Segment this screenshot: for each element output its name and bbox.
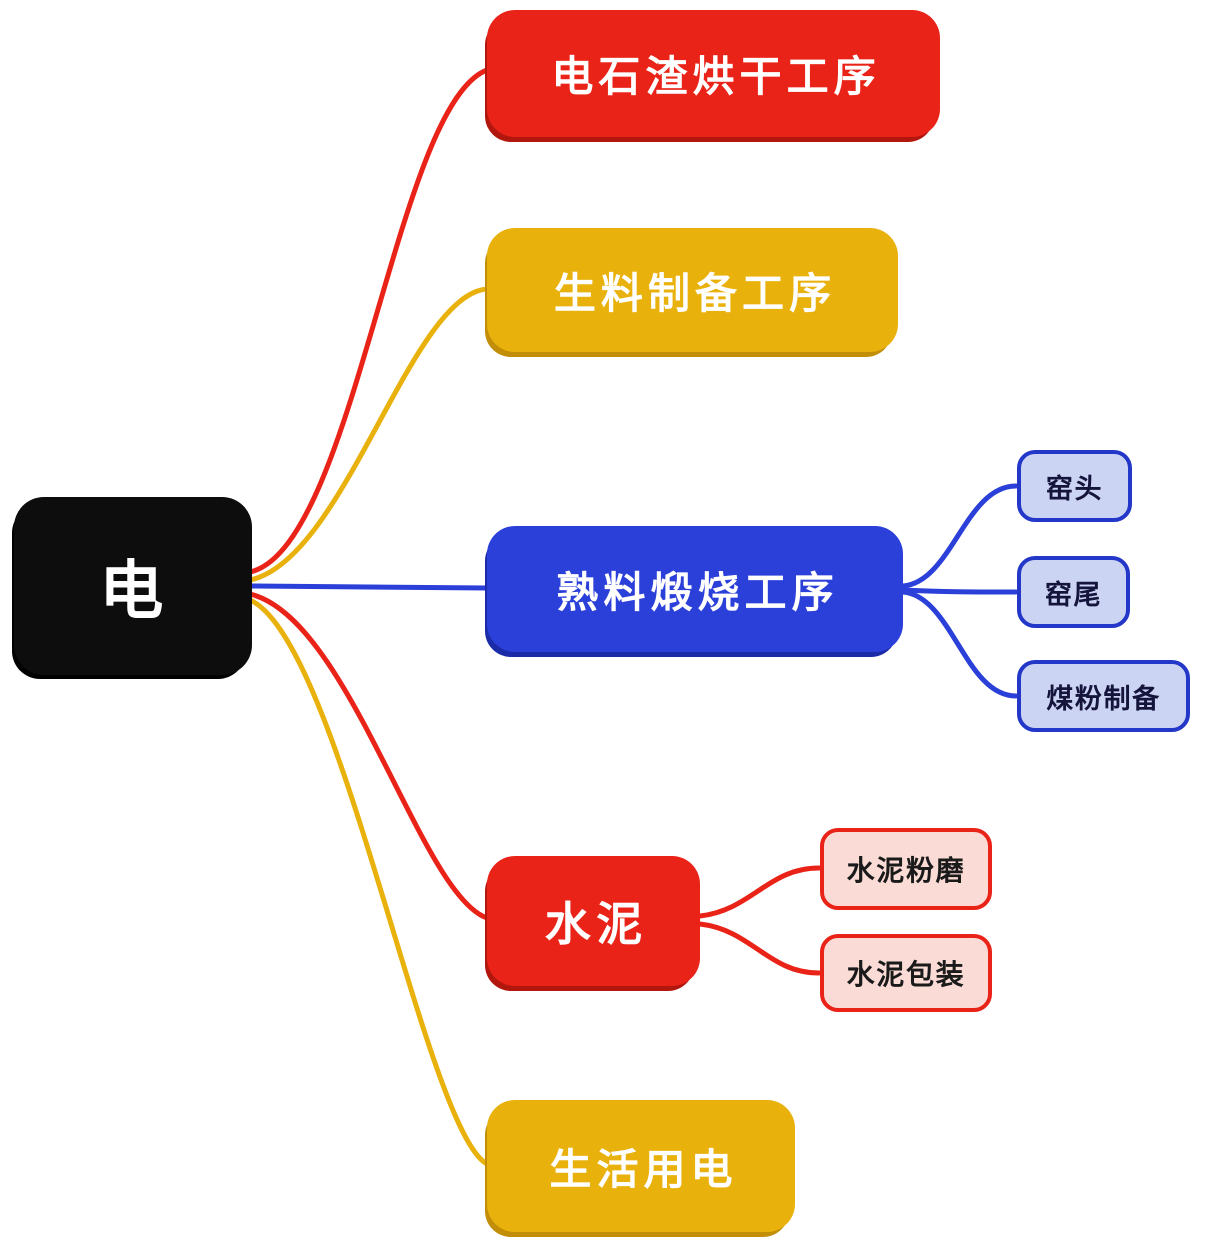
leaf-node-coal-powder-preparation: 煤粉制备 (1017, 660, 1190, 732)
root-node-electricity: 电 (14, 497, 252, 675)
branch-node-raw-meal-preparation: 生料制备工序 (487, 228, 898, 352)
connector-root-to-dianshizha (247, 67, 490, 575)
connector-root-to-shuliao (247, 583, 490, 591)
leaf-node-cement-packing: 水泥包装 (820, 934, 992, 1012)
leaf-node-kiln-tail: 窑尾 (1017, 556, 1130, 628)
branch-node-cement: 水泥 (487, 856, 700, 986)
connector-root-to-shengliao (247, 286, 490, 583)
branch-node-carbide-slag-drying: 电石渣烘干工序 (487, 10, 940, 137)
branch-node-clinker-calcination: 熟料煅烧工序 (487, 526, 903, 652)
connector-shuliao-to-meifen (900, 589, 1019, 699)
connector-root-to-shenghuo (247, 597, 490, 1167)
connector-shuini-to-baozhuang (697, 921, 822, 976)
connector-shuliao-to-yaowei (900, 587, 1019, 595)
connector-root-to-shuini (247, 591, 490, 921)
branch-node-domestic-electricity: 生活用电 (487, 1100, 795, 1232)
connector-shuliao-to-yaotou (900, 483, 1019, 589)
connector-shuini-to-fenmo (697, 865, 822, 919)
leaf-node-cement-grinding: 水泥粉磨 (820, 828, 992, 910)
leaf-node-kiln-head: 窑头 (1017, 450, 1132, 522)
